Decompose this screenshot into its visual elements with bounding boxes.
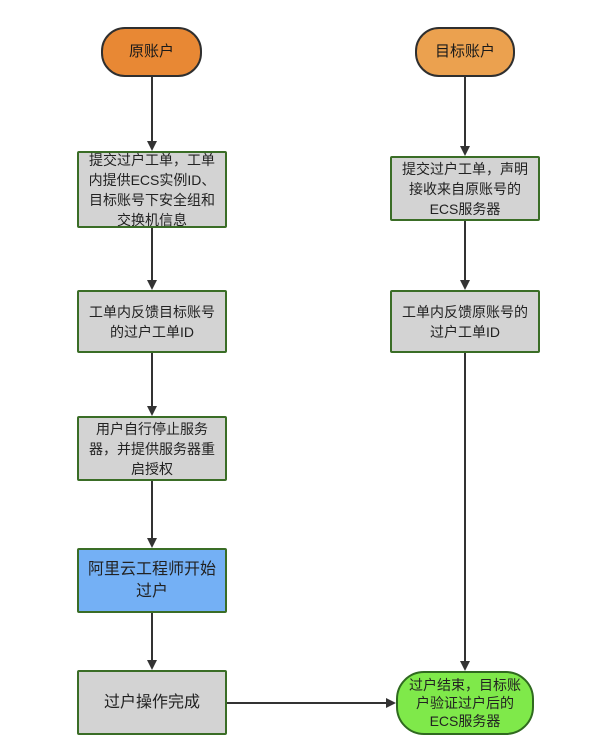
left-step5-label: 过户操作完成 <box>103 693 200 711</box>
left-step1-node: 提交过户工单，工单内提供ECS实例ID、目标账号下安全组和交换机信息 <box>77 151 227 228</box>
right-step2-node: 工单内反馈原账号的过户工单ID <box>390 290 540 353</box>
right-step2-label: 工单内反馈原账号的过户工单ID <box>402 303 528 340</box>
left-step1-label: 提交过户工单，工单内提供ECS实例ID、目标账号下安全组和交换机信息 <box>88 151 216 228</box>
left-step4-label: 阿里云工程师开始过户 <box>87 560 216 600</box>
target-account-label: 目标账户 <box>434 43 495 60</box>
right-step1-label: 提交过户工单，声明接收来自原账号的ECS服务器 <box>402 160 528 217</box>
left-step3-label: 用户自行停止服务器，并提供服务器重启授权 <box>89 420 215 477</box>
left-step3-node: 用户自行停止服务器，并提供服务器重启授权 <box>77 416 227 481</box>
left-step4-node: 阿里云工程师开始过户 <box>77 548 227 613</box>
right-end-node: 过户结束，目标账户验证过户后的ECS服务器 <box>396 671 534 735</box>
left-step2-label: 工单内反馈目标账号的过户工单ID <box>89 303 215 340</box>
left-step2-node: 工单内反馈目标账号的过户工单ID <box>77 290 227 353</box>
right-end-label: 过户结束，目标账户验证过户后的ECS服务器 <box>409 677 521 729</box>
left-step5-node: 过户操作完成 <box>77 670 227 735</box>
right-step1-node: 提交过户工单，声明接收来自原账号的ECS服务器 <box>390 156 540 221</box>
source-account-label: 原账户 <box>128 43 174 60</box>
target-account-node: 目标账户 <box>415 27 515 77</box>
source-account-node: 原账户 <box>101 27 202 77</box>
